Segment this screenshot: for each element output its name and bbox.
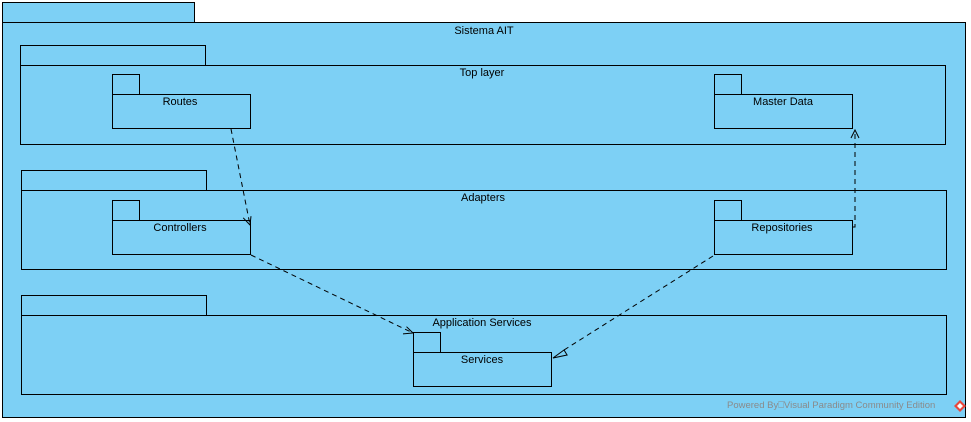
application-services-layer-tab: [21, 295, 207, 316]
top-layer-title: Top layer: [459, 67, 505, 79]
repositories-package-body[interactable]: [714, 220, 853, 255]
services-package-tab: [413, 332, 441, 353]
controllers-package-tab: [112, 200, 140, 221]
controllers-label: Controllers: [153, 222, 207, 234]
top-layer-tab: [20, 45, 206, 66]
master-data-label: Master Data: [753, 96, 813, 108]
powered-by-watermark: Powered By⎕Visual Paradigm Community Edi…: [727, 400, 936, 411]
visual-paradigm-logo-icon: [954, 400, 966, 412]
services-package-body[interactable]: [413, 352, 552, 387]
services-label: Services: [460, 354, 504, 366]
repositories-label: Repositories: [751, 222, 813, 234]
routes-package-body[interactable]: [112, 94, 251, 129]
master-data-package-body[interactable]: [714, 94, 853, 129]
repositories-package-tab: [714, 200, 742, 221]
adapters-layer-tab: [21, 170, 207, 191]
routes-label: Routes: [162, 96, 198, 108]
system-title: Sistema AIT: [454, 25, 514, 37]
controllers-package-body[interactable]: [112, 220, 251, 255]
routes-package-tab: [112, 74, 140, 95]
master-data-package-tab: [714, 74, 742, 95]
system-package-tab: [2, 2, 195, 23]
application-services-title: Application Services: [432, 317, 532, 329]
adapters-title: Adapters: [460, 192, 506, 204]
